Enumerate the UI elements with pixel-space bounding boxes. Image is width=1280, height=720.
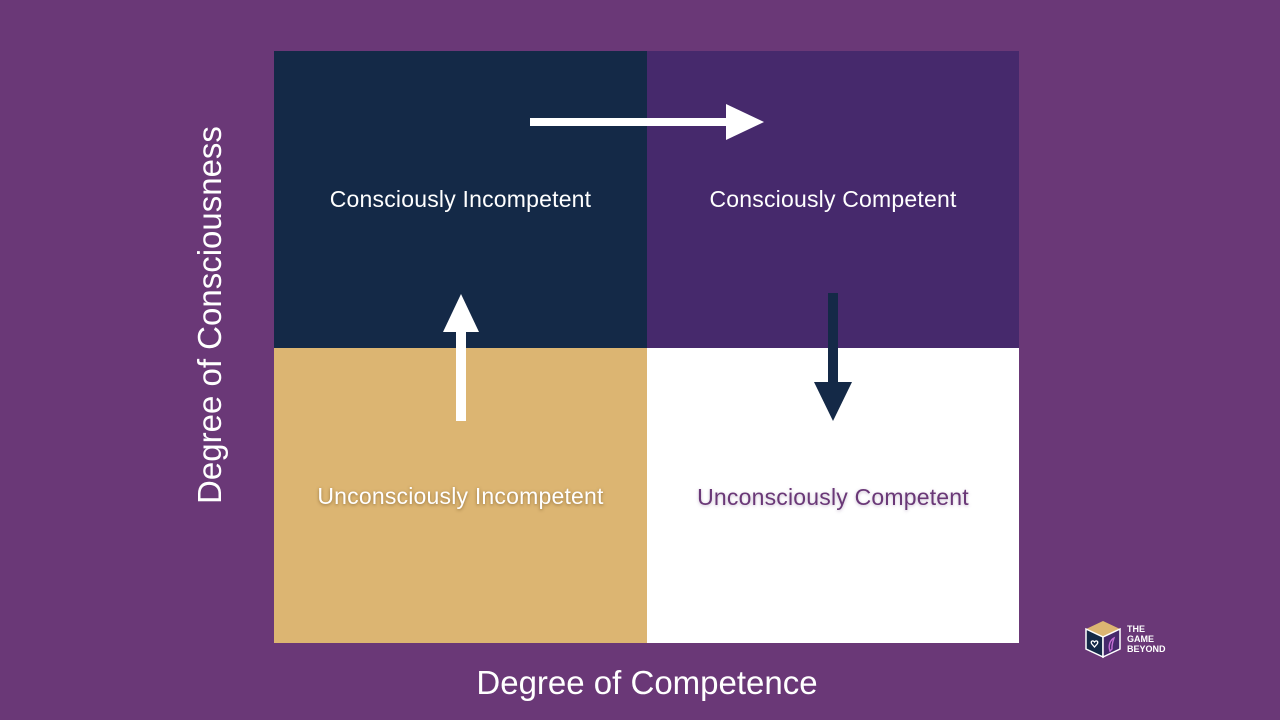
quadrant-label: Unconsciously Incompetent xyxy=(317,483,604,509)
quadrant-unconsciously-competent: Unconsciously Competent xyxy=(647,348,1019,643)
quadrant-label: Consciously Incompetent xyxy=(329,186,592,212)
logo-line: THE xyxy=(1127,624,1145,634)
arrow-down-icon xyxy=(814,293,852,421)
logo-wordmark: THE GAME BEYOND xyxy=(1127,624,1166,654)
arrow-up-icon xyxy=(443,294,479,421)
brand-logo: THE GAME BEYOND xyxy=(1083,619,1166,659)
quadrant-label: Consciously Competent xyxy=(709,186,957,212)
logo-line: GAME xyxy=(1127,634,1154,644)
logo-line: BEYOND xyxy=(1127,644,1166,654)
y-axis-label: Degree of Consciousness xyxy=(191,126,228,504)
dice-logo-icon xyxy=(1085,621,1121,659)
quadrant-label: Unconsciously Competent xyxy=(697,484,969,510)
arrow-right-icon xyxy=(530,104,764,140)
x-axis-label: Degree of Competence xyxy=(476,664,818,701)
